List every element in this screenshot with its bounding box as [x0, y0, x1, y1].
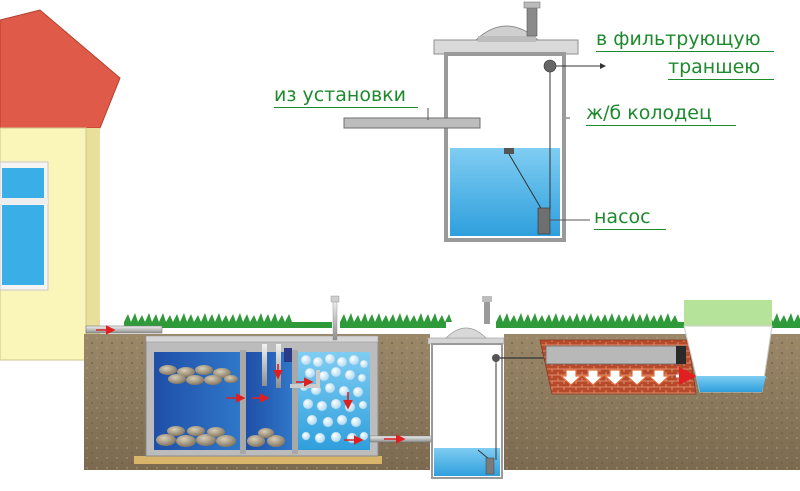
label-underline — [586, 125, 736, 126]
ditch — [683, 300, 773, 393]
house-roof — [0, 9, 121, 129]
treatment-tank — [145, 295, 379, 457]
house-outlet-pipe — [85, 325, 163, 334]
tank-base-slab — [134, 456, 382, 464]
infiltration-arrows — [559, 369, 671, 386]
house — [0, 9, 121, 361]
label-underline — [596, 51, 774, 52]
lower-well — [427, 296, 546, 479]
ditch-grass-top — [684, 300, 772, 326]
inlet-pipe — [343, 117, 481, 129]
filter-trench — [539, 339, 697, 395]
detail-well — [343, 1, 606, 242]
label-from-unit: из установки — [274, 84, 406, 106]
label-to-filter-line2: траншею — [668, 56, 761, 78]
label-underline — [594, 229, 666, 230]
label-concrete-well: ж/б колодец — [586, 102, 712, 124]
trench-pipe — [545, 345, 685, 365]
label-underline — [274, 107, 418, 108]
label-underline — [668, 79, 774, 80]
label-to-filter-line1: в фильтрующую — [596, 28, 761, 50]
grass — [124, 313, 800, 328]
label-pump: насос — [594, 206, 651, 228]
house-window — [0, 161, 49, 291]
